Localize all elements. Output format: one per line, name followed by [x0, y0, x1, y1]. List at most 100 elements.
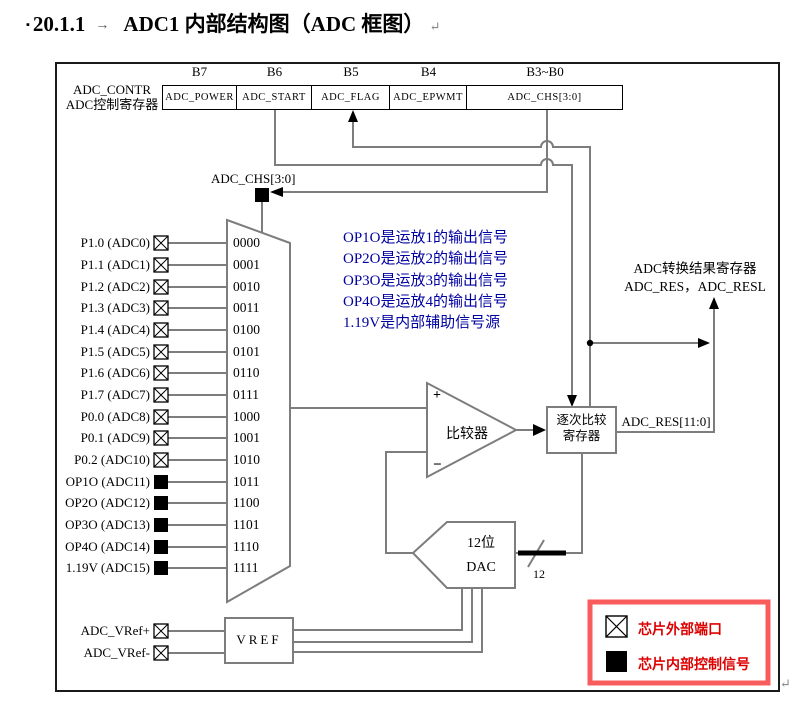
register-name: ADC_CONTR ADC控制寄存器	[58, 82, 166, 112]
legend-internal-signal-label: 芯片内部控制信号	[638, 658, 750, 673]
channel-label-adc9: P0.1 (ADC9)	[80, 430, 150, 445]
channel-label-adc0: P1.0 (ADC0)	[80, 235, 150, 250]
register-cell-adc-start: ADC_START	[236, 85, 312, 110]
dac-line2: DAC	[466, 560, 496, 575]
external-port-marker	[153, 235, 169, 251]
external-port-marker	[153, 387, 169, 403]
dac-label: 12位 DAC	[447, 532, 515, 580]
channel-code-adc10: 1010	[233, 452, 260, 467]
channel-code-adc5: 0101	[233, 344, 260, 359]
arrowheads	[270, 110, 719, 436]
note-line: OP3O是运放3的输出信号	[343, 272, 509, 289]
tab-arrow-icon: →	[95, 18, 110, 33]
wire-dac-feedback	[385, 451, 427, 554]
vref-minus-label: ADC_VRef-	[83, 645, 150, 660]
channel-code-adc14: 1110	[233, 539, 259, 554]
wire-result	[616, 309, 715, 433]
vref-plus-label: ADC_VRef+	[80, 623, 150, 638]
arrow-up-result	[709, 297, 719, 309]
return-mark-icon: ↵	[780, 676, 791, 691]
arrow-up-flag	[348, 110, 358, 122]
sar-block	[546, 406, 617, 454]
comparator-block	[426, 381, 519, 479]
sar-line2: 寄存器	[562, 429, 601, 443]
channel-code-adc9: 1001	[233, 430, 260, 445]
external-port-marker	[153, 452, 169, 468]
channel-label-adc6: P1.6 (ADC6)	[80, 365, 150, 380]
channel-label-adc1: P1.1 (ADC1)	[80, 257, 150, 272]
channel-label-adc10: P0.2 (ADC10)	[74, 452, 150, 467]
bit-pos-b4: B4	[420, 64, 437, 79]
channel-code-adc15: 1111	[233, 560, 259, 575]
wire-sar-to-dac	[515, 453, 583, 554]
external-port-marker	[153, 279, 169, 295]
internal-signal-marker	[154, 475, 168, 489]
mux-select-label: ADC_CHS[3:0]	[211, 171, 296, 186]
legend-external-port-label: 芯片外部端口	[638, 623, 722, 638]
result-register-label: ADC转换结果寄存器 ADC_RES，ADC_RESL	[610, 260, 780, 296]
sar-line1: 逐次比较	[556, 413, 607, 427]
register-cell-adc-power: ADC_POWER	[162, 85, 237, 110]
channel-label-adc15: 1.19V (ADC15)	[65, 560, 150, 575]
external-port-marker	[153, 623, 169, 639]
channel-markers	[153, 235, 169, 661]
channel-code-adc2: 0010	[233, 279, 260, 294]
channel-label-adc12: OP2O (ADC12)	[65, 495, 150, 510]
arrow-right-branch	[698, 338, 710, 348]
external-port-marker	[153, 344, 169, 360]
internal-signal-marker	[154, 540, 168, 554]
register-cell-adc-flag: ADC_FLAG	[311, 85, 390, 110]
external-port-marker	[153, 365, 169, 381]
arrow-right-sar	[533, 424, 546, 436]
blocks	[224, 218, 617, 664]
channel-label-adc11: OP1O (ADC11)	[65, 474, 150, 489]
legend-internal-signal-icon	[606, 651, 627, 672]
bullet-icon: ▪	[26, 19, 30, 31]
dac-bus-width-label: 12	[533, 567, 545, 581]
channel-label-adc3: P1.3 (ADC3)	[80, 300, 150, 315]
wire-adc-chs	[283, 110, 548, 193]
comparator-minus: −	[433, 457, 442, 473]
page-title: ▪20.1.1→ADC1 内部结构图（ADC 框图） ↵	[26, 8, 441, 38]
external-port-marker	[153, 409, 169, 425]
internal-signal-marker	[154, 561, 168, 575]
note-line: 1.19V是内部辅助信号源	[343, 315, 501, 332]
diagram-frame	[55, 62, 780, 692]
channel-label-adc14: OP4O (ADC14)	[65, 539, 150, 554]
comparator-label: 比较器	[446, 427, 488, 442]
sar-label: 逐次比较 寄存器	[548, 412, 615, 444]
channel-label-adc5: P1.5 (ADC5)	[80, 344, 150, 359]
arrow-left-chs	[270, 187, 283, 197]
channel-label-adc13: OP3O (ADC13)	[65, 517, 150, 532]
channel-label-adc8: P0.0 (ADC8)	[80, 409, 150, 424]
wire-vref-to-dac	[293, 588, 483, 653]
dac-line1: 12位	[467, 536, 495, 551]
sar-output-label: ADC_RES[11:0]	[621, 414, 711, 429]
register-name-cn: ADC控制寄存器	[65, 97, 159, 112]
channel-code-adc7: 0111	[233, 387, 259, 402]
channel-code-adc8: 1000	[233, 409, 260, 424]
result-register-names: ADC_RES，ADC_RESL	[624, 279, 766, 294]
legend-box	[587, 599, 771, 686]
external-port-marker	[153, 300, 169, 316]
mux-select-node	[255, 188, 269, 202]
register-cell-adc-epwmt: ADC_EPWMT	[389, 85, 467, 110]
junction-dot	[586, 339, 594, 347]
note-line: OP2O是运放2的输出信号	[343, 251, 509, 268]
wires	[168, 110, 715, 654]
arrow-down-start	[567, 395, 577, 407]
channel-code-adc3: 0011	[233, 300, 260, 315]
internal-signal-marker	[154, 518, 168, 532]
note-line: OP1O是运放1的输出信号	[343, 230, 509, 246]
external-port-marker	[153, 645, 169, 661]
channel-label-adc2: P1.2 (ADC2)	[80, 279, 150, 294]
dac-block	[411, 521, 516, 589]
channel-code-adc11: 1011	[233, 474, 260, 489]
bit-pos-b5: B5	[343, 64, 359, 79]
register-name-en: ADC_CONTR	[72, 82, 151, 97]
return-mark-icon: ↵	[429, 19, 441, 34]
channel-code-adc6: 0110	[233, 365, 260, 380]
channel-label-adc4: P1.4 (ADC4)	[80, 322, 150, 337]
